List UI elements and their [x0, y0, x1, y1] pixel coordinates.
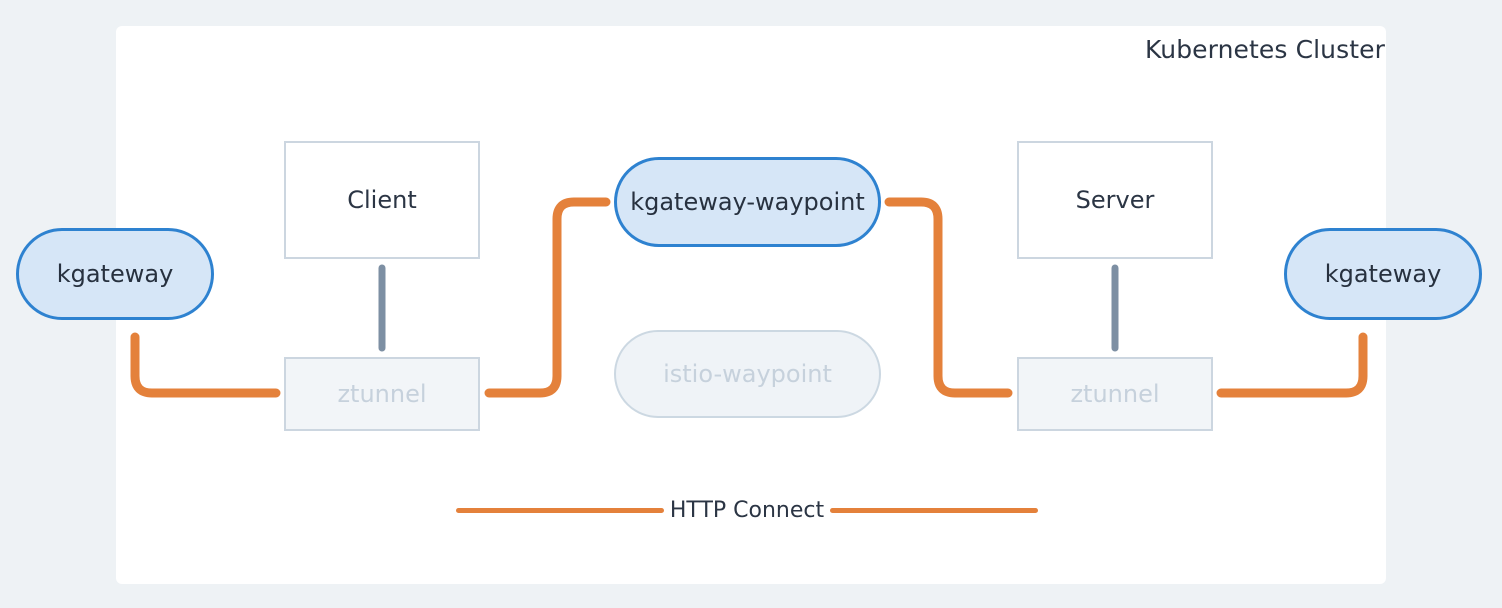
node-client[interactable]: Client: [284, 141, 480, 259]
node-ztunnel-left[interactable]: ztunnel: [284, 357, 480, 431]
node-label: istio-waypoint: [663, 360, 832, 388]
node-label: kgateway-waypoint: [630, 188, 865, 216]
legend-line-left: [456, 507, 664, 513]
node-kgateway-waypoint[interactable]: kgateway-waypoint: [614, 157, 881, 247]
node-kgateway-left[interactable]: kgateway: [16, 228, 214, 320]
node-label: kgateway: [1324, 260, 1442, 288]
node-server[interactable]: Server: [1017, 141, 1213, 259]
kubernetes-cluster-card: Kubernetes Cluster: [116, 26, 1386, 584]
legend-label: HTTP Connect: [669, 497, 825, 523]
node-label: kgateway: [56, 260, 174, 288]
node-kgateway-right[interactable]: kgateway: [1284, 228, 1482, 320]
node-label: ztunnel: [1070, 380, 1160, 408]
cluster-title: Kubernetes Cluster: [1145, 35, 1385, 64]
node-label: ztunnel: [337, 380, 427, 408]
legend-line-right: [830, 507, 1039, 513]
node-label: Server: [1075, 186, 1155, 214]
node-label: Client: [347, 186, 417, 214]
node-ztunnel-right[interactable]: ztunnel: [1017, 357, 1213, 431]
legend-http-connect: HTTP Connect: [456, 492, 1039, 528]
node-istio-waypoint[interactable]: istio-waypoint: [614, 330, 881, 418]
